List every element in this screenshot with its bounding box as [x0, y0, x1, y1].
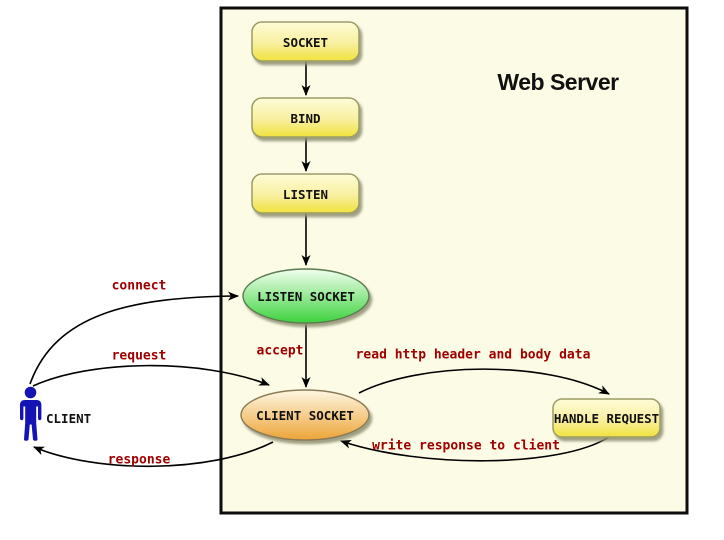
listen-socket-ellipse — [242, 268, 370, 324]
person-head — [24, 386, 37, 399]
accept-label: accept — [257, 344, 304, 359]
arrow-request — [32, 364, 270, 387]
arrow-write-response — [340, 436, 610, 462]
bind-box — [251, 97, 360, 138]
request-label: request — [112, 349, 167, 364]
client-socket-label: CLIENT SOCKET — [256, 408, 354, 423]
arrow-read-http — [358, 368, 610, 395]
read-http-label: read http header and body data — [356, 348, 591, 363]
handle-request-box — [552, 398, 661, 438]
client-socket-ellipse — [240, 389, 370, 441]
node-listen: LISTEN — [251, 173, 360, 214]
handle-request-label: HANDLE REQUEST — [554, 411, 659, 426]
node-handle-request: HANDLE REQUEST — [552, 398, 661, 438]
node-socket: SOCKET — [251, 21, 360, 62]
listen-box — [251, 173, 360, 214]
socket-label: SOCKET — [283, 35, 328, 50]
web-server-title: Web Server — [497, 69, 619, 95]
arrow-response — [33, 441, 274, 468]
listen-label: LISTEN — [283, 187, 328, 202]
client-label: CLIENT — [46, 411, 91, 426]
node-bind: BIND — [251, 97, 360, 138]
bind-label: BIND — [290, 111, 320, 126]
socket-box — [251, 21, 360, 62]
node-client-socket: CLIENT SOCKET — [240, 389, 370, 441]
arrow-connect — [29, 291, 239, 385]
client-person-icon — [20, 386, 42, 441]
person-body — [20, 400, 42, 441]
write-response-label: write response to client — [372, 439, 560, 454]
listen-socket-label: LISTEN SOCKET — [257, 289, 355, 304]
connect-label: connect — [112, 279, 167, 294]
response-label: response — [108, 453, 171, 468]
node-listen-socket: LISTEN SOCKET — [242, 268, 370, 324]
